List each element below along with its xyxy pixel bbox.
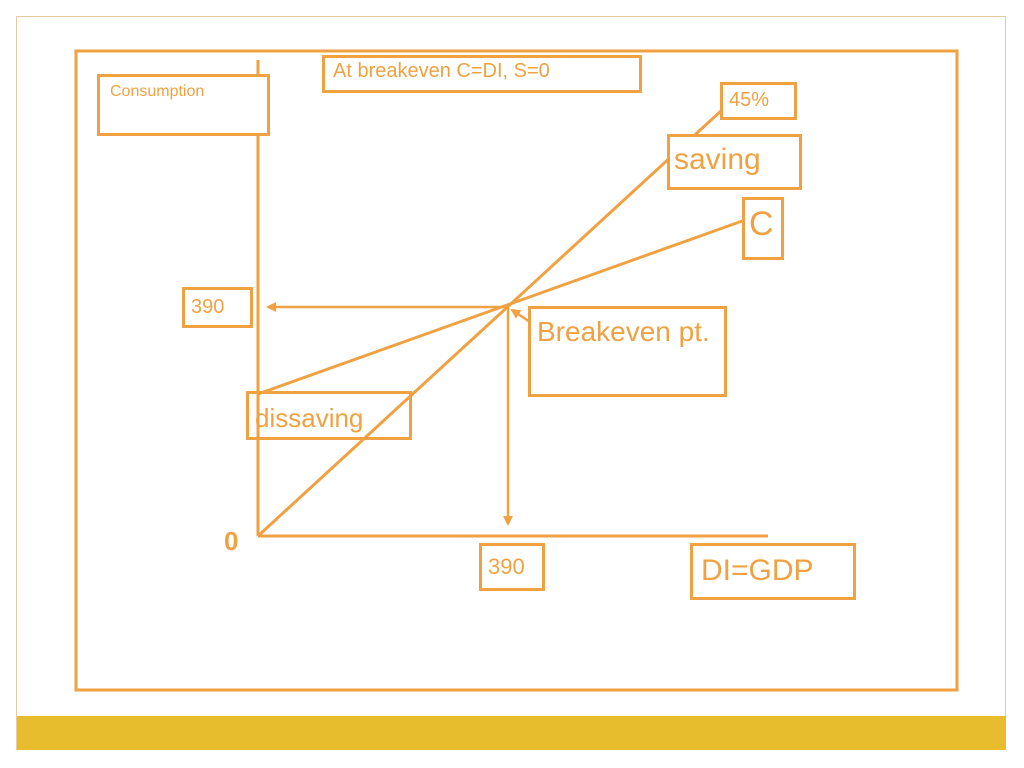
consumption-line-label: C bbox=[742, 197, 784, 260]
y-axis-label: Consumption bbox=[97, 74, 270, 136]
dissaving-label: dissaving bbox=[246, 391, 412, 440]
origin-label: 0 bbox=[224, 526, 239, 556]
x-axis-label: DI=GDP bbox=[690, 543, 856, 600]
y-value-label: 390 bbox=[182, 287, 253, 328]
diagram-frame bbox=[74, 49, 959, 692]
top-note-label: At breakeven C=DI, S=0 bbox=[322, 55, 642, 93]
breakeven-label: Breakeven pt. bbox=[528, 306, 727, 397]
saving-label: saving bbox=[667, 134, 802, 190]
x-value-label: 390 bbox=[479, 543, 545, 591]
breakeven-pointer-arrow bbox=[510, 308, 531, 324]
forty-five-label: 45% bbox=[720, 82, 797, 120]
forty-five-degree-line bbox=[256, 108, 724, 538]
footer-band bbox=[17, 716, 1006, 750]
